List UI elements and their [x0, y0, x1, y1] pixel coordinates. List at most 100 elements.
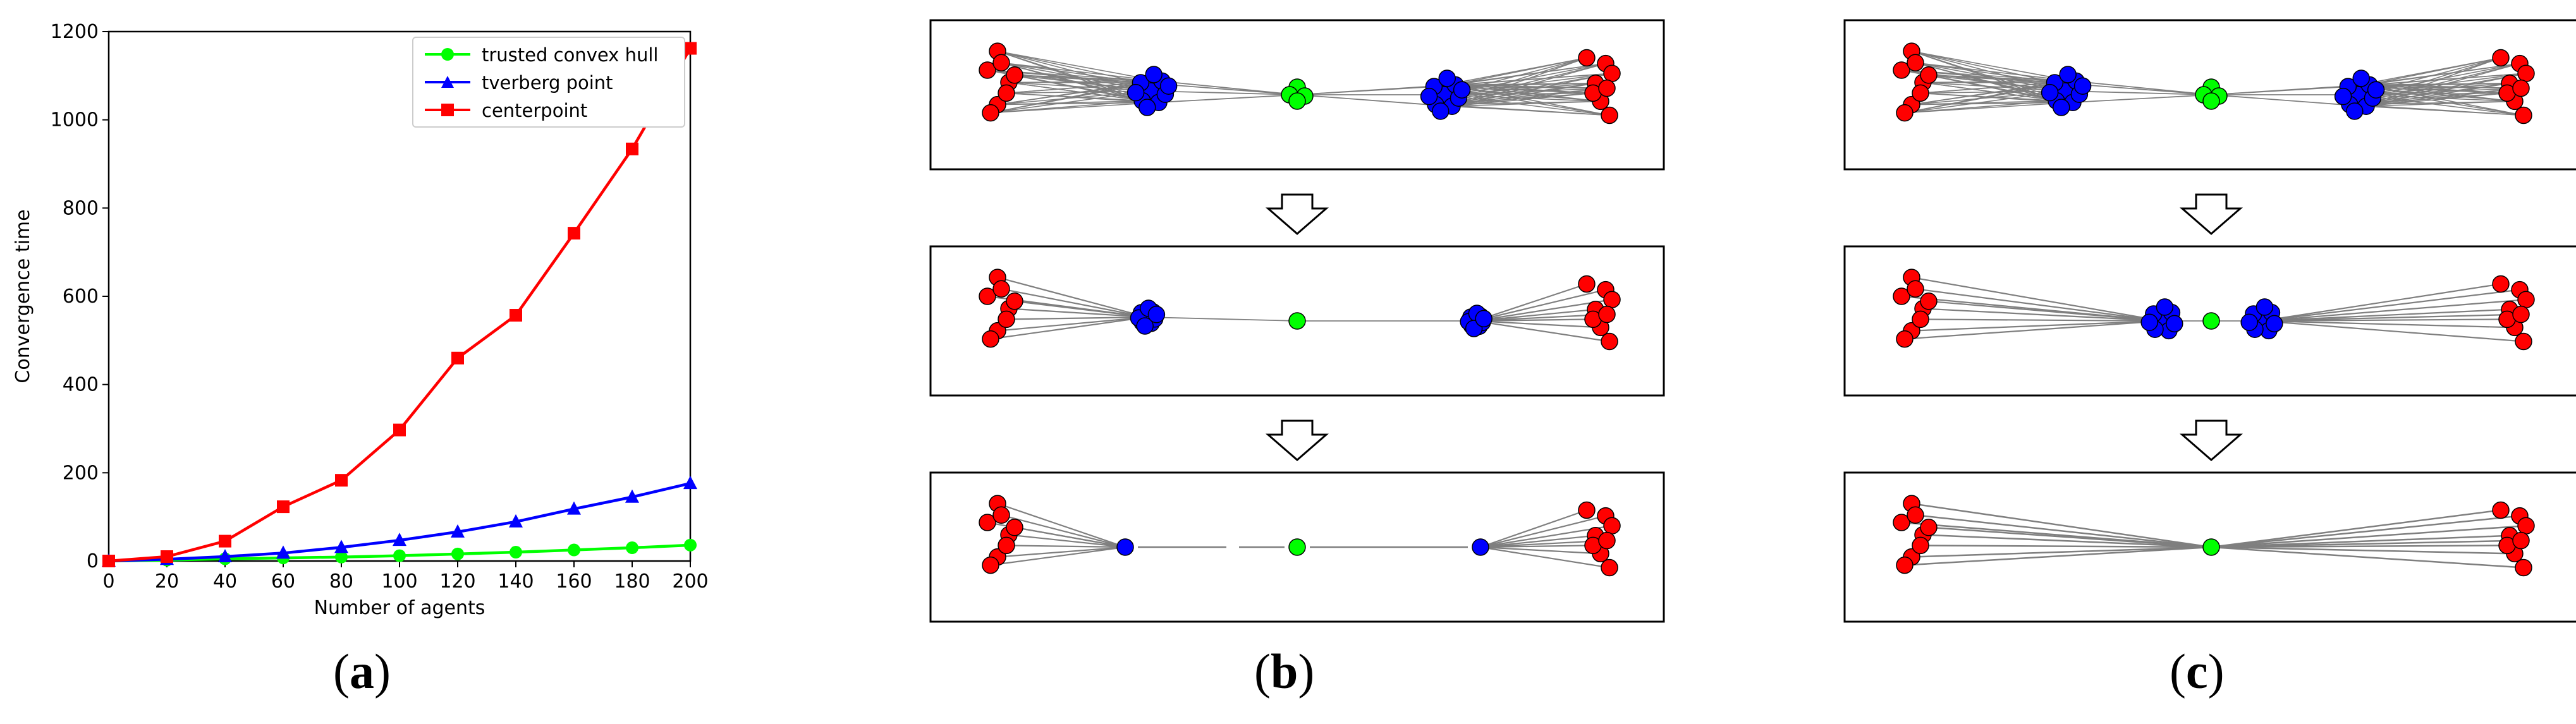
blue-agent [2073, 77, 2092, 95]
red-agent [1601, 558, 1618, 577]
graph-edge [1014, 75, 1151, 92]
data-point-trusted-convex-hull [568, 543, 580, 557]
red-agent [1603, 64, 1621, 82]
red-agent [1920, 293, 1938, 310]
data-point-centerpoint [568, 227, 580, 240]
graph-edge [1922, 308, 2163, 322]
data-point-centerpoint [335, 474, 348, 487]
y-tick-label: 1000 [51, 109, 99, 131]
blue-agent [2240, 313, 2258, 331]
graph-edge [1904, 320, 2163, 340]
red-agent [982, 330, 999, 348]
data-point-tverberg-point [451, 524, 465, 538]
red-agent [2517, 291, 2535, 308]
graph-edge [1475, 320, 1610, 342]
graph-edge [2211, 540, 2522, 548]
graph-edge [1475, 289, 1606, 322]
data-point-tverberg-point [509, 514, 523, 528]
graph-edge [1014, 75, 1144, 83]
graph-edge [1006, 82, 1144, 94]
graph-edge [1480, 509, 1587, 548]
graph-edge [1920, 92, 2059, 102]
data-point-trusted-convex-hull [684, 538, 697, 552]
graph-edge [2211, 534, 2510, 548]
graph-edge [1480, 534, 1596, 548]
red-agent [1578, 275, 1596, 293]
graph-edge [1911, 546, 2212, 558]
red-agent [1912, 310, 1929, 329]
graph-edge [2211, 546, 2515, 555]
graph-edge [1014, 526, 1126, 548]
graph-edge [1915, 62, 2074, 82]
x-tick-label: 0 [102, 570, 114, 593]
red-agent [1006, 519, 1023, 536]
graph-edge [1475, 318, 1594, 322]
blue-agent [1136, 317, 1154, 335]
panel-c-stage-3 [1843, 471, 2576, 623]
down-arrow-icon [1265, 419, 1329, 461]
graph-edge [1146, 317, 1298, 322]
blue-agent [2352, 69, 2370, 87]
red-agent [1907, 280, 1924, 298]
blue-agent [2256, 298, 2274, 316]
red-agent [979, 514, 996, 531]
graph-edge [997, 51, 1160, 82]
data-point-tverberg-point [625, 489, 639, 503]
graph-edge [1475, 320, 1601, 329]
graph-edge [1008, 534, 1126, 548]
red-agent [2515, 558, 2532, 577]
graph-edge [1928, 75, 2065, 92]
blue-agent [1145, 66, 1163, 83]
data-point-tverberg-point [334, 540, 348, 553]
y-tick-label: 400 [63, 374, 99, 396]
red-agent [1912, 84, 1929, 102]
data-point-trusted-convex-hull [451, 547, 464, 560]
data-point-tverberg-point [276, 545, 290, 559]
graph-edge [1904, 82, 2058, 114]
graph-edge [1922, 534, 2212, 548]
graph-edge [1006, 90, 1151, 94]
red-agent [982, 556, 999, 574]
red-agent [992, 280, 1010, 298]
y-tick-label: 800 [63, 197, 99, 219]
graph-edge [1920, 90, 2065, 94]
blue-agent [2266, 315, 2283, 333]
square-marker-icon [441, 104, 454, 116]
graph-edge [1297, 94, 1451, 107]
blue-agent [1438, 69, 1456, 87]
blue-agent [1116, 538, 1134, 556]
graph-edge [2211, 509, 2501, 548]
green-agent [1288, 92, 1306, 110]
x-tick-label: 20 [155, 570, 179, 593]
data-point-tverberg-point [218, 549, 232, 563]
graph-edge [990, 100, 1145, 114]
red-agent [998, 84, 1015, 102]
red-agent [1006, 66, 1023, 84]
blue-agent [1147, 306, 1166, 323]
circle-marker-icon [441, 48, 454, 61]
blue-agent [2156, 298, 2174, 316]
blue-agent [2334, 87, 2352, 106]
graph-edge [990, 90, 1151, 114]
graph-edge [997, 316, 1147, 332]
graph-edge [1480, 545, 1594, 548]
graph-edge [1904, 100, 2059, 114]
red-agent [1601, 332, 1618, 351]
legend-entry-centerpoint: centerpoint [413, 97, 684, 123]
x-tick-label: 80 [329, 570, 353, 593]
graph-edge [1006, 545, 1126, 548]
graph-edge [2261, 283, 2501, 322]
graph-edge [1008, 81, 1151, 92]
green-agent [2202, 92, 2220, 110]
blue-agent [1475, 310, 1492, 328]
red-agent [1893, 61, 1910, 79]
caption-b-letter: b [1270, 644, 1298, 699]
legend-label-tverberg-point: tverberg point [482, 72, 613, 94]
graph-edge [1911, 277, 2163, 322]
graph-edge [1001, 62, 1160, 82]
graph-edge [997, 546, 1126, 558]
legend-entry-trusted-convex-hull: trusted convex hull [413, 42, 684, 67]
chart-legend: trusted convex hull tverberg point cente… [412, 37, 685, 128]
data-point-centerpoint [219, 534, 231, 548]
graph-edge [1922, 81, 2065, 92]
